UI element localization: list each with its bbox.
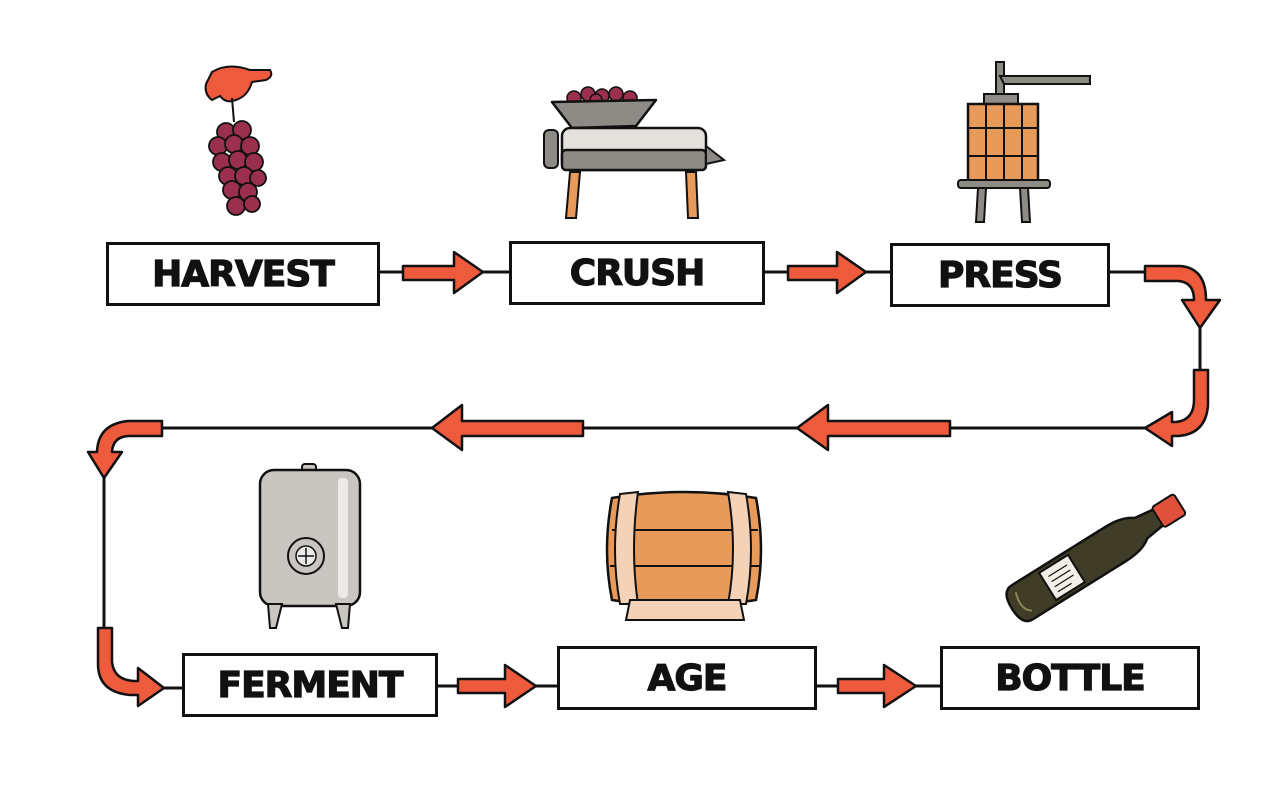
arrow-ferment-to-age — [456, 663, 538, 709]
step-age-label: AGE — [647, 657, 728, 699]
arrow-turn-right-ferment — [96, 626, 166, 708]
arrow-left-2 — [430, 403, 585, 452]
step-crush-box: CRUSH — [509, 241, 765, 305]
step-bottle-label: BOTTLE — [995, 657, 1147, 699]
step-ferment-label: FERMENT — [217, 664, 404, 706]
arrow-turn-left — [1143, 368, 1210, 448]
step-harvest-label: HARVEST — [152, 253, 336, 295]
step-ferment-box: FERMENT — [182, 653, 438, 717]
steel-tank-icon — [258, 463, 362, 629]
arrow-turn-down-left — [86, 419, 164, 480]
step-press-box: PRESS — [890, 243, 1110, 307]
arrow-age-to-bottle — [836, 663, 918, 709]
basket-press-icon — [957, 61, 1091, 223]
step-age-box: AGE — [557, 646, 817, 710]
crusher-machine-icon — [543, 86, 727, 219]
arrow-press-turn-down — [1143, 264, 1222, 330]
step-crush-label: CRUSH — [569, 252, 706, 294]
step-press-label: PRESS — [937, 254, 1063, 296]
step-harvest-box: HARVEST — [106, 242, 380, 306]
wine-bottle-icon — [1005, 493, 1187, 623]
arrow-crush-to-press — [786, 250, 868, 295]
arrow-harvest-to-crush — [401, 250, 485, 295]
hand-grapes-icon — [204, 65, 273, 216]
step-bottle-box: BOTTLE — [940, 646, 1200, 710]
arrow-left-1 — [795, 403, 952, 452]
oak-barrel-icon — [605, 490, 763, 621]
